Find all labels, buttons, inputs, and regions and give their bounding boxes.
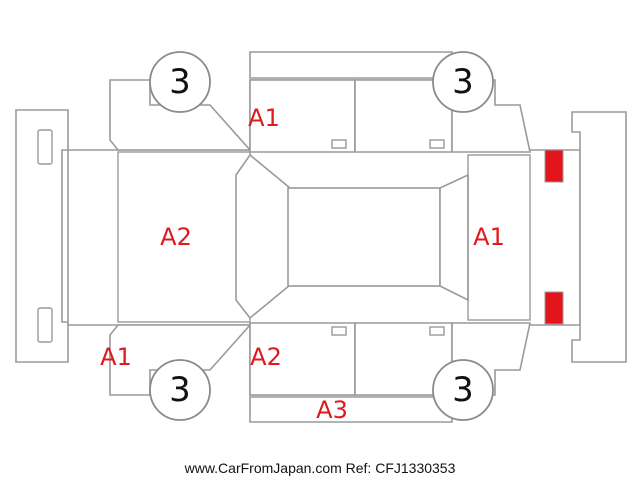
damage-code-front-door: A2 (250, 343, 282, 371)
wheel-front-right: 3 (149, 359, 211, 421)
wheel-front-left-grade: 3 (169, 62, 191, 102)
rear-bumper (571, 111, 627, 363)
wheel-rear-left: 3 (432, 51, 494, 113)
damage-code-hood: A2 (160, 223, 192, 251)
reference-footer: www.CarFromJapan.com Ref: CFJ1330353 (184, 460, 456, 476)
damage-code-rear-glass: A1 (473, 223, 505, 251)
left-side-panels (109, 51, 531, 153)
wheel-rear-left-grade: 3 (452, 62, 474, 102)
wheel-front-right-grade: 3 (169, 370, 191, 410)
damage-code-rocker: A3 (316, 396, 348, 424)
damage-code-front-bumper: A1 (100, 343, 132, 371)
wheel-rear-right-grade: 3 (452, 370, 474, 410)
wheel-front-left: 3 (149, 51, 211, 113)
damage-code-roof-edge: A1 (248, 104, 280, 132)
front-bumper (15, 109, 69, 363)
rear-right-lamp (544, 291, 564, 325)
wheel-rear-right: 3 (432, 359, 494, 421)
rear-left-lamp (544, 149, 564, 183)
